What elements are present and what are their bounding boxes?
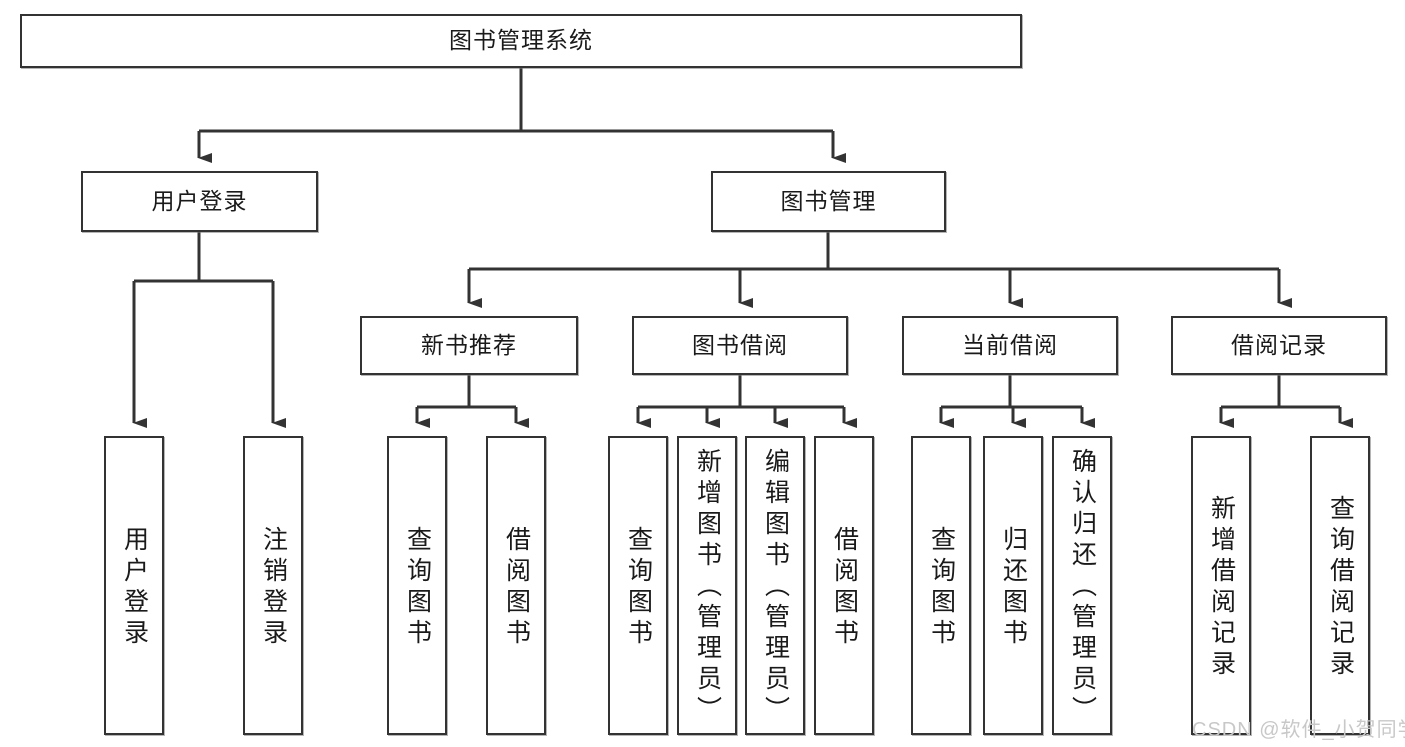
node-root[interactable]: 图书管理系统 — [20, 14, 1022, 68]
node-leaf-query-borrow-record-label: 查询借阅记录 — [1326, 494, 1355, 681]
node-leaf-borrow-book-new[interactable]: 借阅图书 — [486, 436, 546, 735]
node-leaf-query-book-new[interactable]: 查询图书 — [387, 436, 447, 735]
csdn-watermark: CSDN @软件_小贺同学 — [1192, 719, 1405, 741]
node-leaf-query-borrow-record[interactable]: 查询借阅记录 — [1310, 436, 1370, 735]
node-user-login[interactable]: 用户登录 — [81, 171, 318, 232]
node-leaf-query-book-borrow-label: 查询图书 — [624, 525, 653, 650]
node-leaf-return-book-label: 归还图书 — [999, 525, 1028, 650]
node-leaf-confirm-return-admin[interactable]: 确认归还（管理员） — [1052, 436, 1112, 735]
node-leaf-add-book-admin-label: 新增图书（管理员） — [693, 448, 722, 727]
node-book-borrow[interactable]: 图书借阅 — [632, 316, 848, 375]
node-user-login-label: 用户登录 — [151, 187, 248, 214]
node-leaf-query-book-new-label: 查询图书 — [403, 525, 432, 650]
node-leaf-query-book-current-label: 查询图书 — [927, 525, 956, 650]
node-leaf-add-borrow-record[interactable]: 新增借阅记录 — [1191, 436, 1251, 735]
node-root-label: 图书管理系统 — [449, 27, 593, 54]
node-leaf-return-book[interactable]: 归还图书 — [983, 436, 1043, 735]
node-leaf-edit-book-admin-label: 编辑图书（管理员） — [761, 448, 790, 727]
node-leaf-edit-book-admin[interactable]: 编辑图书（管理员） — [745, 436, 805, 735]
node-leaf-add-book-admin[interactable]: 新增图书（管理员） — [677, 436, 737, 735]
node-leaf-query-book-borrow[interactable]: 查询图书 — [608, 436, 668, 735]
node-leaf-user-logout-label: 注销登录 — [259, 525, 288, 650]
node-borrow-record-label: 借阅记录 — [1231, 331, 1327, 358]
node-leaf-borrow-book-label: 借阅图书 — [830, 525, 859, 650]
node-borrow-record[interactable]: 借阅记录 — [1171, 316, 1387, 375]
node-leaf-user-logout[interactable]: 注销登录 — [243, 436, 303, 735]
node-leaf-user-login[interactable]: 用户登录 — [104, 436, 164, 735]
node-new-book-recommend[interactable]: 新书推荐 — [360, 316, 578, 375]
node-leaf-user-login-label: 用户登录 — [120, 525, 149, 650]
node-leaf-borrow-book-new-label: 借阅图书 — [502, 525, 531, 650]
node-book-management[interactable]: 图书管理 — [711, 171, 946, 232]
node-leaf-add-borrow-record-label: 新增借阅记录 — [1207, 494, 1236, 681]
node-leaf-confirm-return-admin-label: 确认归还（管理员） — [1068, 448, 1097, 727]
node-current-borrow[interactable]: 当前借阅 — [902, 316, 1118, 375]
node-book-borrow-label: 图书借阅 — [692, 331, 788, 358]
node-current-borrow-label: 当前借阅 — [962, 331, 1058, 358]
node-leaf-query-book-current[interactable]: 查询图书 — [911, 436, 971, 735]
node-book-management-label: 图书管理 — [780, 187, 877, 214]
node-new-book-recommend-label: 新书推荐 — [421, 331, 517, 358]
node-leaf-borrow-book[interactable]: 借阅图书 — [814, 436, 874, 735]
